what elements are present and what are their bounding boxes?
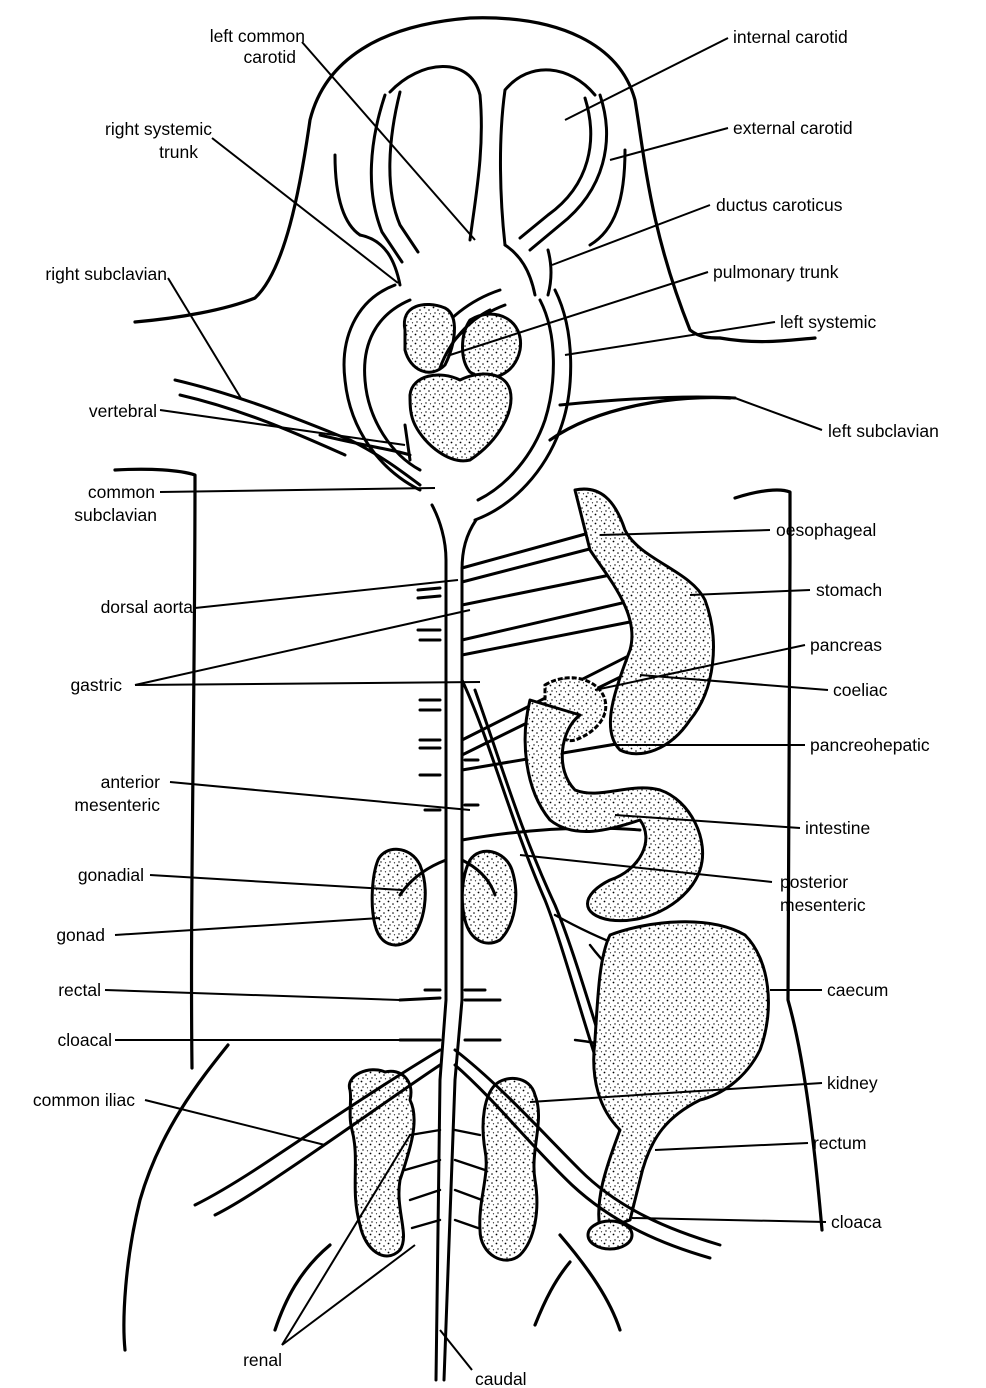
label-rectal: rectal [58, 980, 101, 1000]
label-vertebral: vertebral [89, 401, 157, 421]
head-arteries [335, 66, 625, 295]
label-dorsal-aorta: dorsal aorta [101, 597, 194, 617]
right-internal-carotid [371, 95, 402, 262]
leader-cloaca [632, 1218, 826, 1222]
label-left-common-carotid-2: carotid [243, 47, 296, 67]
label-rectum: rectum [813, 1133, 866, 1153]
label-caecum: caecum [827, 980, 888, 1000]
left-body-wall [115, 469, 195, 1068]
left-internal-carotid-inner [520, 98, 591, 238]
left-common-carotid-vessel [505, 245, 535, 295]
label-left-common-carotid-1: left common [210, 26, 305, 46]
label-left-systemic: left systemic [780, 312, 877, 332]
label-caudal: caudal [475, 1369, 527, 1388]
ductus-caroticus-vessel [548, 250, 551, 295]
leader-rectal [105, 990, 400, 1000]
leader-gonad [115, 918, 380, 935]
head-outline [135, 18, 720, 338]
label-right-subclavian: right subclavian [45, 264, 167, 284]
leader-ductus-caroticus [552, 205, 710, 265]
posterior-mesenteric-artery [462, 828, 640, 840]
dorsal-aorta-left-wall [432, 505, 446, 1380]
label-common-subclavian-2: subclavian [74, 505, 157, 525]
heart-ventricle [410, 374, 511, 461]
label-stomach: stomach [816, 580, 882, 600]
leader-rectum [655, 1143, 808, 1150]
label-anterior-mesenteric-1: anterior [101, 772, 161, 792]
right-leg-outline [535, 1262, 570, 1325]
right-gonad [372, 849, 425, 945]
label-pancreas: pancreas [810, 635, 882, 655]
leader-internal-carotid [565, 38, 728, 120]
renal-branches [405, 1130, 485, 1228]
label-kidney: kidney [827, 1073, 878, 1093]
label-ductus-caroticus: ductus caroticus [716, 195, 843, 215]
label-anterior-mesenteric-2: mesenteric [74, 795, 160, 815]
label-gonadial: gonadial [78, 865, 144, 885]
leader-gastric-b [135, 682, 480, 685]
heart-atrium-right [404, 304, 454, 372]
label-right-systemic-trunk-2: trunk [159, 142, 198, 162]
carotid-arch-left [500, 70, 595, 245]
leader-left-subclavian [735, 398, 822, 430]
label-cloaca: cloaca [831, 1212, 882, 1232]
urogenital-organs [349, 849, 538, 1260]
leader-common-subclavian [160, 488, 435, 492]
label-common-subclavian-1: common [88, 482, 155, 502]
carotid-arch-right [390, 66, 481, 240]
oesophageal-artery [462, 530, 605, 582]
left-kidney [480, 1078, 539, 1260]
label-pulmonary-trunk: pulmonary trunk [713, 262, 839, 282]
label-internal-carotid: internal carotid [733, 27, 848, 47]
label-intestine: intestine [805, 818, 870, 838]
leader-gastric-a [135, 610, 470, 685]
label-posterior-mesenteric-2: mesenteric [780, 895, 866, 915]
label-coeliac: coeliac [833, 680, 888, 700]
left-external-carotid [590, 150, 625, 245]
label-external-carotid: external carotid [733, 118, 853, 138]
left-leg-outline [275, 1245, 330, 1330]
heart [404, 304, 520, 460]
leader-lines [105, 38, 828, 1370]
vertebral-vessel [320, 425, 410, 460]
label-right-systemic-trunk-1: right systemic [105, 119, 212, 139]
label-oesophageal: oesophageal [776, 520, 876, 540]
leader-left-systemic [565, 322, 775, 355]
leader-dorsal-aorta [195, 580, 458, 608]
right-common-carotid [360, 235, 400, 285]
right-external-carotid [335, 155, 360, 235]
caecum-organ [594, 922, 769, 1230]
leader-anterior-mesenteric [170, 782, 470, 810]
label-common-iliac: common iliac [33, 1090, 135, 1110]
neck-right-outline [720, 338, 815, 342]
label-pancreohepatic: pancreohepatic [810, 735, 930, 755]
right-kidney [349, 1070, 414, 1256]
gastric-artery-2 [462, 600, 640, 655]
label-left-subclavian: left subclavian [828, 421, 939, 441]
leader-renal-b [282, 1245, 415, 1345]
right-body-wall [735, 490, 822, 1230]
dorsal-aorta-right-wall [444, 520, 476, 1380]
leader-vertebral [160, 410, 405, 445]
label-gastric: gastric [70, 675, 122, 695]
segmental-arteries-left [400, 588, 440, 1040]
right-internal-carotid-inner [390, 92, 418, 252]
label-renal: renal [243, 1350, 282, 1370]
label-posterior-mesenteric-1: posterior [780, 872, 848, 892]
leader-stomach [690, 590, 810, 595]
leader-external-carotid [610, 128, 728, 160]
label-cloacal: cloacal [58, 1030, 112, 1050]
leader-gonadial [150, 875, 402, 890]
left-hip-outline [124, 1045, 228, 1350]
label-gonad: gonad [56, 925, 105, 945]
leader-left-common-carotid [302, 42, 475, 240]
